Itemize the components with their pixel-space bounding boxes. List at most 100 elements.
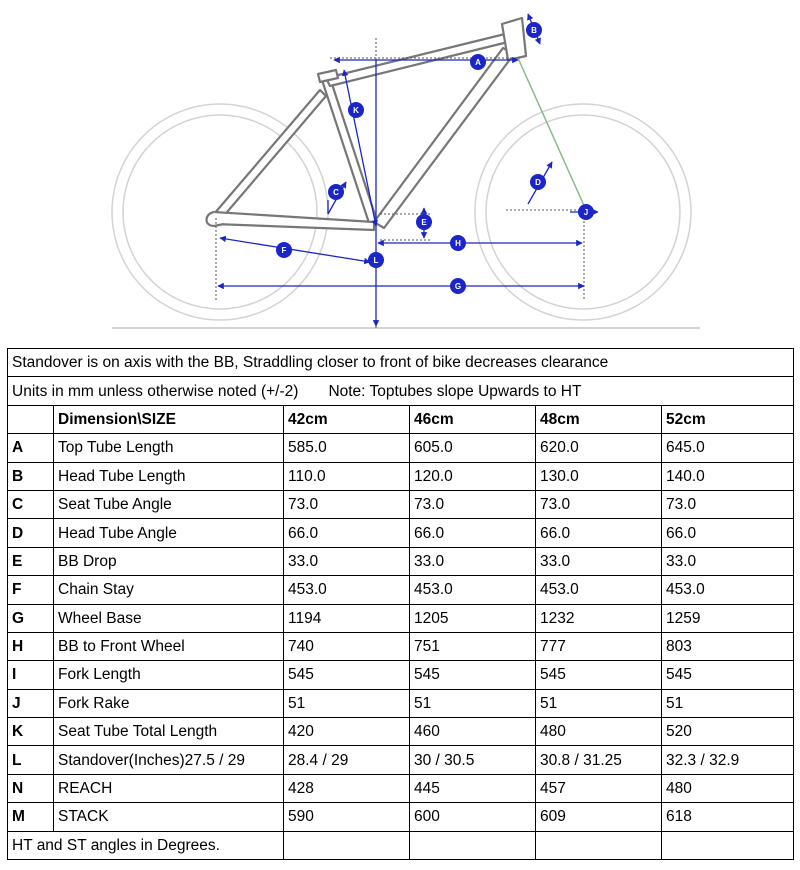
row-name: BB Drop: [53, 546, 284, 577]
row-value: 545: [660, 660, 795, 690]
table-row: B Head Tube Length 110.0 120.0 130.0 140…: [7, 461, 795, 491]
svg-text:F: F: [282, 246, 287, 255]
footer-empty: [660, 830, 795, 861]
table-row: D Head Tube Angle 66.0 66.0 66.0 66.0: [7, 518, 795, 548]
label-E: E: [416, 214, 432, 230]
row-name: REACH: [53, 773, 284, 804]
row-value: 457: [535, 773, 662, 804]
svg-text:H: H: [455, 239, 461, 248]
front-wheel: [474, 103, 692, 321]
label-K: K: [348, 102, 364, 118]
table-row: I Fork Length 545 545 545 545: [7, 660, 795, 690]
row-name: Head Tube Angle: [53, 518, 284, 548]
row-value: 73.0: [283, 489, 410, 520]
row-value: 751: [409, 631, 536, 662]
svg-text:L: L: [374, 256, 379, 265]
row-value: 51: [660, 688, 795, 719]
row-value: 73.0: [660, 489, 795, 520]
row-key: D: [7, 518, 54, 548]
row-value: 777: [535, 631, 662, 662]
row-value: 33.0: [535, 546, 662, 577]
row-value: 1232: [535, 603, 662, 633]
row-value: 140.0: [660, 461, 795, 491]
label-J: J: [578, 204, 594, 220]
toptube-note-text: Note: Toptubes slope Upwards to HT: [328, 382, 582, 400]
header-blank-cell: [7, 404, 54, 435]
header-size-42: 42cm: [283, 404, 410, 435]
row-value: 30.8 / 31.25: [535, 745, 662, 775]
row-value: 51: [409, 688, 536, 719]
header-size-46: 46cm: [409, 404, 536, 435]
label-H: H: [450, 235, 466, 251]
row-name: Chain Stay: [53, 575, 284, 605]
row-name: Head Tube Length: [53, 461, 284, 491]
row-key: B: [7, 461, 54, 491]
units-note-text: Units in mm unless otherwise noted (+/-2…: [12, 382, 299, 400]
standover-note: Standover is on axis with the BB, Stradd…: [6, 347, 795, 378]
row-name: Wheel Base: [53, 603, 284, 633]
row-name: Fork Rake: [53, 688, 284, 719]
row-value: 520: [660, 717, 795, 747]
row-value: 740: [283, 631, 410, 662]
row-value: 33.0: [283, 546, 410, 577]
row-value: 110.0: [283, 461, 410, 491]
row-name: Fork Length: [53, 660, 284, 690]
row-name: STACK: [53, 802, 284, 832]
row-value: 1205: [409, 603, 536, 633]
svg-text:A: A: [475, 58, 481, 67]
row-value: 66.0: [535, 518, 662, 548]
row-value: 28.4 / 29: [283, 745, 410, 775]
row-value: 609: [535, 802, 662, 832]
svg-text:J: J: [584, 208, 588, 217]
footer-empty: [535, 830, 662, 861]
row-value: 453.0: [660, 575, 795, 605]
label-F: F: [276, 242, 292, 258]
row-name: Seat Tube Angle: [53, 489, 284, 520]
row-value: 453.0: [409, 575, 536, 605]
row-key: J: [7, 688, 54, 719]
svg-text:G: G: [455, 282, 461, 291]
footer-empty: [283, 830, 410, 861]
row-value: 120.0: [409, 461, 536, 491]
row-value: 545: [409, 660, 536, 690]
row-value: 480: [535, 717, 662, 747]
footer-empty: [409, 830, 536, 861]
svg-text:E: E: [421, 218, 427, 227]
row-value: 803: [660, 631, 795, 662]
row-value: 453.0: [283, 575, 410, 605]
label-A: A: [470, 54, 486, 70]
fork-line: [517, 57, 587, 211]
svg-text:C: C: [333, 188, 339, 197]
row-value: 32.3 / 32.9: [660, 745, 795, 775]
row-value: 585.0: [283, 433, 410, 463]
table-row: C Seat Tube Angle 73.0 73.0 73.0 73.0: [7, 489, 795, 520]
table-row: J Fork Rake 51 51 51 51: [7, 688, 795, 719]
row-value: 1194: [283, 603, 410, 633]
row-value: 545: [283, 660, 410, 690]
footer-note: HT and ST angles in Degrees.: [7, 830, 284, 861]
row-value: 66.0: [660, 518, 795, 548]
table-footer-row: HT and ST angles in Degrees.: [7, 830, 795, 861]
table-row: F Chain Stay 453.0 453.0 453.0 453.0: [7, 575, 795, 605]
row-value: 645.0: [660, 433, 795, 463]
label-G: G: [450, 278, 466, 294]
row-key: M: [7, 802, 54, 832]
row-key: C: [7, 489, 54, 520]
header-size-52: 52cm: [660, 404, 795, 435]
table-row: G Wheel Base 1194 1205 1232 1259: [7, 603, 795, 633]
row-value: 130.0: [535, 461, 662, 491]
table-row: A Top Tube Length 585.0 605.0 620.0 645.…: [7, 433, 795, 463]
row-value: 620.0: [535, 433, 662, 463]
row-value: 420: [283, 717, 410, 747]
table-header-row: Dimension\SIZE 42cm 46cm 48cm 52cm: [7, 404, 795, 435]
row-value: 460: [409, 717, 536, 747]
label-L: L: [368, 252, 384, 268]
row-value: 590: [283, 802, 410, 832]
row-key: A: [7, 433, 54, 463]
row-value: 605.0: [409, 433, 536, 463]
row-value: 1259: [660, 603, 795, 633]
svg-text:B: B: [531, 26, 537, 35]
row-value: 618: [660, 802, 795, 832]
row-value: 51: [283, 688, 410, 719]
row-key: I: [7, 660, 54, 690]
